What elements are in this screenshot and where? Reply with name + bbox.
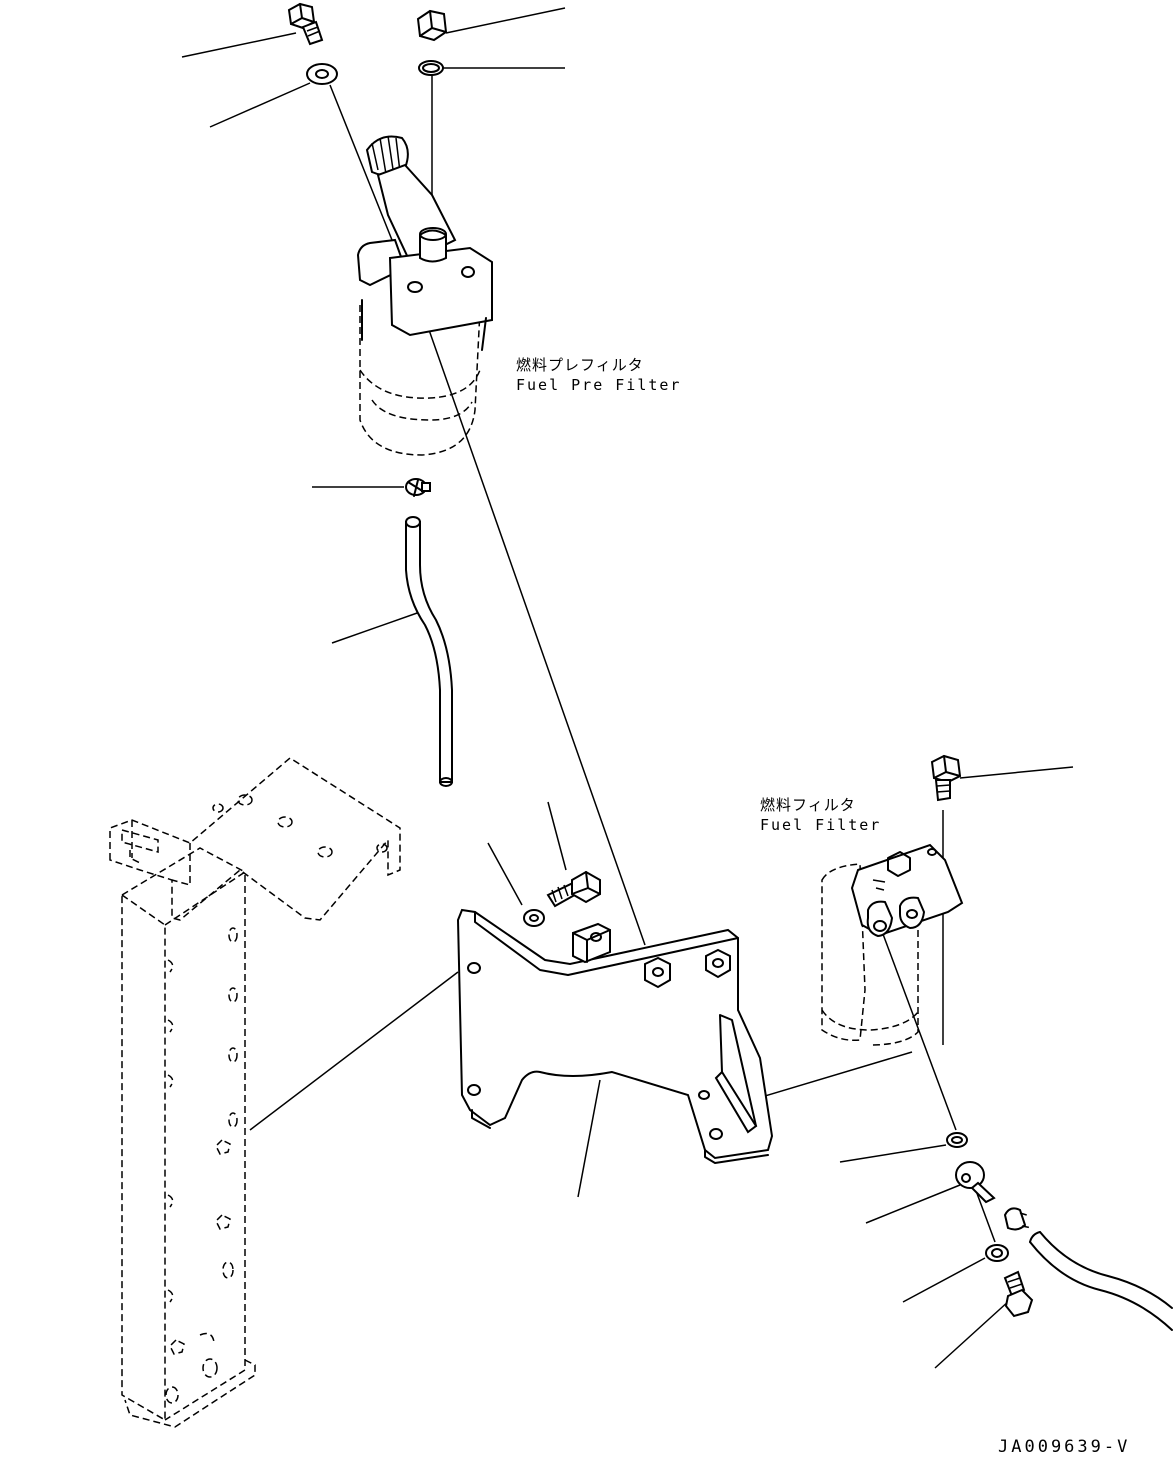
fuel-pre-filter-label-ja: 燃料プレフィルタ [516, 356, 644, 374]
drawing-code: JA009639-V [998, 1437, 1131, 1457]
top-washers [306, 60, 444, 85]
top-bolt [287, 2, 324, 46]
fuel-tube [405, 516, 453, 787]
fuel-pre-filter-illustration [356, 135, 493, 456]
fuel-filter-label-ja: 燃料フィルタ [760, 796, 856, 814]
hose-clamp [405, 478, 431, 497]
fuel-pre-filter-label-en: Fuel Pre Filter [516, 376, 682, 394]
fuel-filter-illustration [821, 843, 964, 1046]
top-plug [416, 9, 448, 42]
fuel-filter-label-en: Fuel Filter [760, 816, 882, 834]
leader-lines [181, 7, 1074, 1369]
banjo-fitting [955, 1161, 996, 1204]
lower-washer-1 [946, 1132, 968, 1148]
fuel-filter-bolt [930, 754, 962, 802]
dashed-frame-bracket [109, 757, 401, 921]
dashed-vertical-frame [121, 847, 256, 1428]
lower-washer-2 [985, 1244, 1009, 1262]
mounting-bracket [456, 908, 774, 1164]
lower-bolt [1003, 1270, 1034, 1318]
fuel-hose [1003, 1207, 1173, 1331]
bracket-bolt [523, 870, 601, 927]
